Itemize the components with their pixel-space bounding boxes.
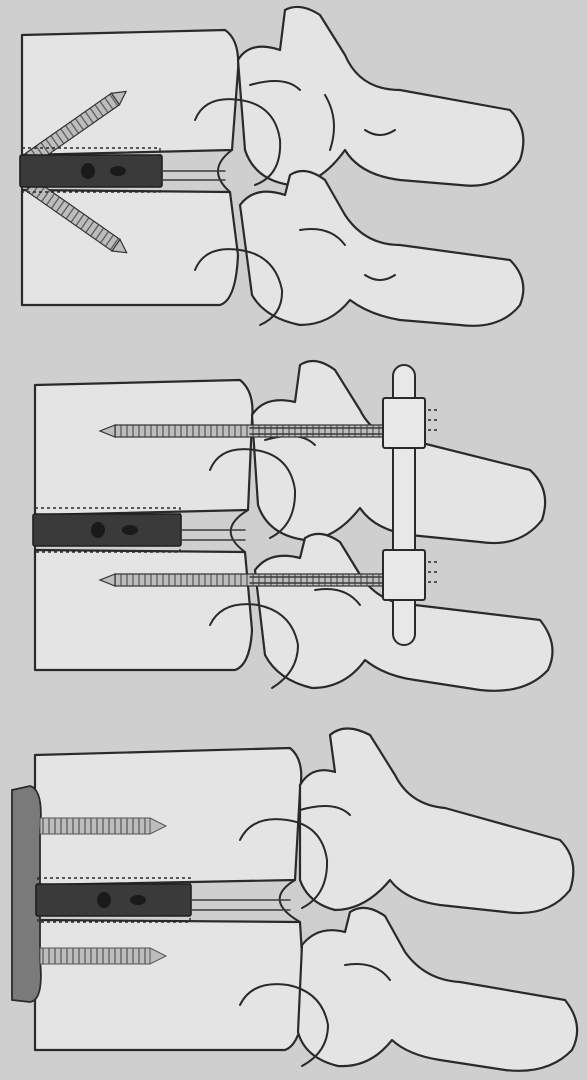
interbody-cage [33, 508, 245, 552]
lower-posterior-elements [298, 908, 577, 1071]
rod-connector-lower [383, 550, 425, 600]
pedicle-screw-lower [100, 574, 390, 586]
panel-1 [20, 7, 523, 326]
plate-screw-lower [40, 948, 166, 964]
lower-posterior-elements [240, 171, 523, 326]
upper-posterior-elements [238, 7, 523, 186]
panel-2 [33, 361, 553, 691]
upper-vertebral-body [35, 380, 253, 515]
lower-vertebral-body [35, 550, 252, 670]
plate-screw-upper [40, 818, 166, 834]
rod-connector-upper [383, 398, 425, 448]
upper-vertebral-body [35, 748, 301, 885]
upper-posterior-elements [300, 729, 573, 914]
interbody-cage [36, 878, 290, 922]
panel-3 [12, 729, 577, 1071]
interbody-cage [20, 148, 225, 192]
pedicle-screw-upper [100, 425, 390, 437]
